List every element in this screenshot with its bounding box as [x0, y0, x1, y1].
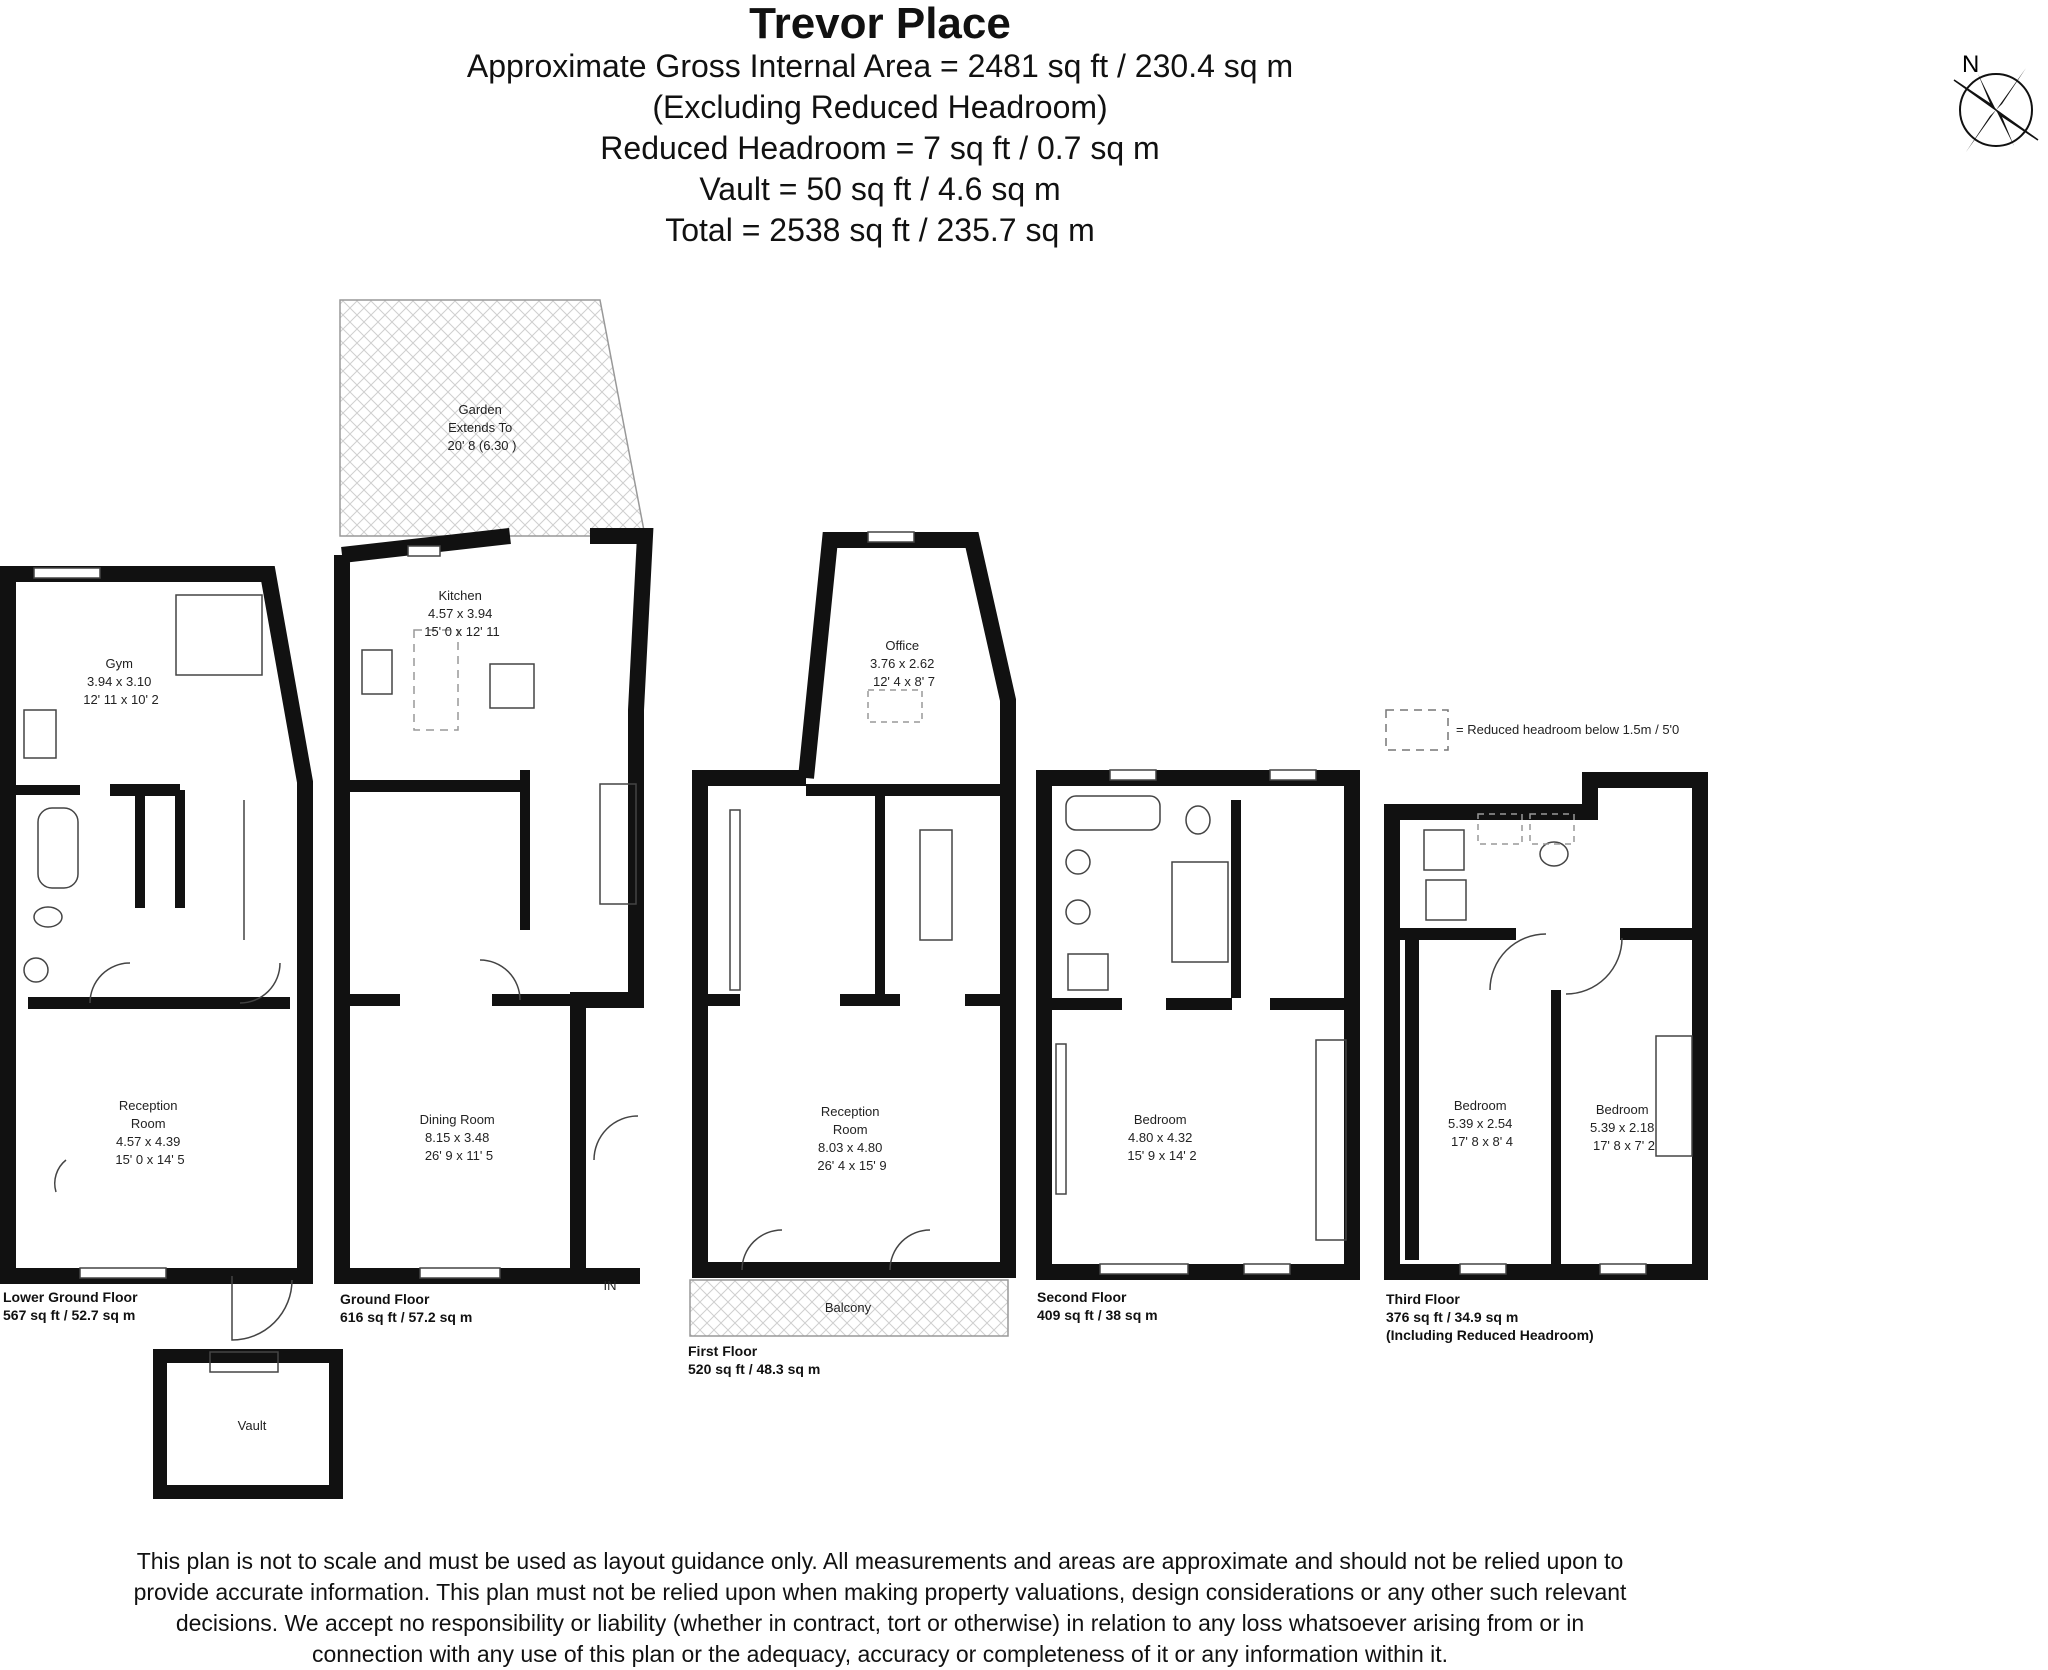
- reduced-headroom-legend: = Reduced headroom below 1.5m / 5'0: [1385, 709, 1679, 751]
- first-floor-reception-label: Reception Room 8.03 x 4.80 26' 4 x 15' 9: [817, 1104, 886, 1173]
- second-floor-label: Second Floor 409 sq ft / 38 sq m: [1037, 1289, 1158, 1323]
- garden-label: Garden Extends To 20' 8 (6.30 ): [448, 402, 517, 453]
- lower-ground-floor-label: Lower Ground Floor 567 sq ft / 52.7 sq m: [3, 1289, 141, 1323]
- dining-room-label: Dining Room 8.15 x 3.48 26' 9 x 11' 5: [420, 1112, 499, 1163]
- disclaimer-line: connection with any use of this plan or …: [311, 1641, 1449, 1667]
- legend-text: = Reduced headroom below 1.5m / 5'0: [1456, 722, 1679, 737]
- disclaimer-line: provide accurate information. This plan …: [133, 1579, 1627, 1605]
- first-floor-label: First Floor 520 sq ft / 48.3 sq m: [688, 1343, 820, 1377]
- ground-floor-label: Ground Floor 616 sq ft / 57.2 sq m: [340, 1291, 472, 1325]
- compass-rose-icon: N: [1953, 51, 2039, 152]
- entrance-label: IN: [604, 1278, 617, 1293]
- first-floor-plan: [689, 531, 1016, 1337]
- ground-floor-plan: [334, 299, 654, 1284]
- third-floor-bedroom-1-label: Bedroom 5.39 x 2.54 17' 8 x 8' 4: [1448, 1098, 1516, 1149]
- balcony-label: Balcony: [825, 1300, 872, 1315]
- third-floor-label: Third Floor 376 sq ft / 34.9 sq m (Inclu…: [1386, 1291, 1594, 1343]
- lower-ground-floor-plan: [0, 566, 343, 1499]
- third-floor-plan: [1384, 772, 1708, 1280]
- disclaimer-text: This plan is not to scale and must be us…: [40, 1546, 1720, 1670]
- disclaimer-line: This plan is not to scale and must be us…: [136, 1548, 1624, 1574]
- second-floor-plan: [1036, 769, 1360, 1280]
- gross-internal-area: Approximate Gross Internal Area = 2481 s…: [466, 48, 1294, 84]
- plan-header: Trevor Place Approximate Gross Internal …: [0, 0, 1760, 251]
- reduced-headroom-area: Reduced Headroom = 7 sq ft / 0.7 sq m: [600, 130, 1160, 166]
- kitchen-label: Kitchen 4.57 x 3.94 15' 0 x 12' 11: [424, 588, 500, 639]
- area-exclusion-note: (Excluding Reduced Headroom): [652, 89, 1108, 125]
- third-floor-bedroom-2-label: Bedroom 5.39 x 2.18 17' 8 x 7' 2: [1590, 1102, 1658, 1153]
- plan-title: Trevor Place: [749, 0, 1011, 48]
- vault-label: Vault: [238, 1418, 267, 1433]
- compass-north-label: N: [1962, 51, 1979, 78]
- office-label: Office 3.76 x 2.62 12' 4 x 8' 7: [870, 638, 938, 689]
- total-area: Total = 2538 sq ft / 235.7 sq m: [665, 212, 1095, 248]
- second-floor-bedroom-label: Bedroom 4.80 x 4.32 15' 9 x 14' 2: [1127, 1112, 1196, 1163]
- disclaimer-line: decisions. We accept no responsibility o…: [175, 1610, 1585, 1636]
- gym-label: Gym 3.94 x 3.10 12' 11 x 10' 2: [83, 656, 159, 707]
- lower-ground-reception-label: Reception Room 4.57 x 4.39 15' 0 x 14' 5: [115, 1098, 184, 1167]
- vault-area: Vault = 50 sq ft / 4.6 sq m: [699, 171, 1061, 207]
